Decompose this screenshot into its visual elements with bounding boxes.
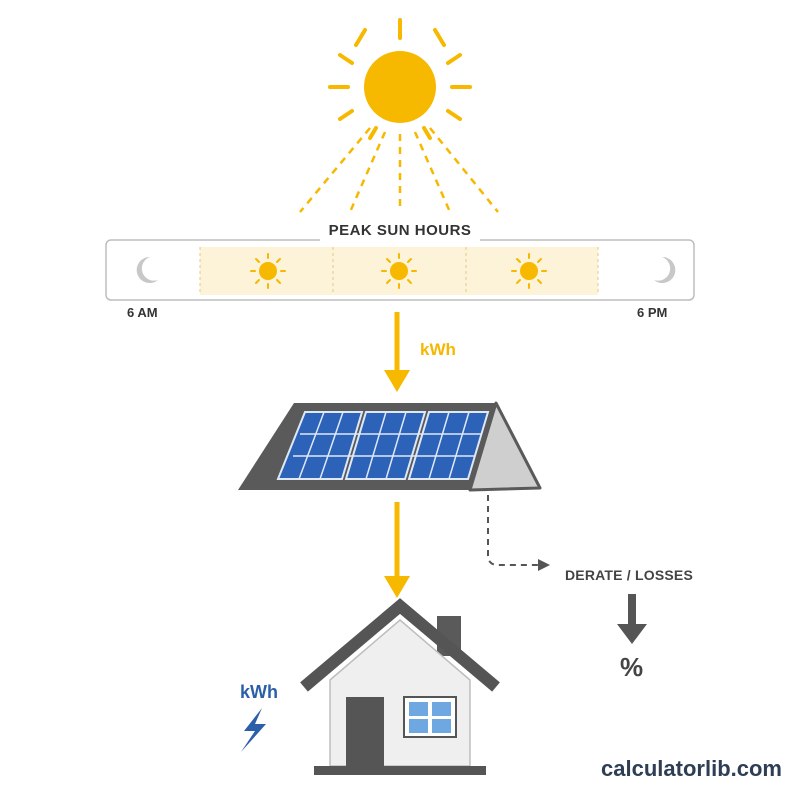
- moon-icon: [136, 256, 158, 283]
- title-mask: [320, 232, 480, 246]
- timeline-title: PEAK SUN HOURS: [328, 222, 472, 239]
- losses-percent-label: %: [620, 652, 644, 682]
- timeline-end-label: 6 PM: [637, 305, 668, 320]
- small-sun-icon: [511, 253, 547, 289]
- brand-logo-text: calculatorlib.com: [601, 756, 782, 781]
- derate-losses-label: DERATE / LOSSES: [565, 567, 693, 583]
- losses-dashed-arrow: [487, 495, 550, 571]
- arrow-down-icon: [384, 502, 410, 598]
- house-icon: [300, 598, 500, 775]
- home-energy-label: kWh: [240, 682, 278, 702]
- arrow-down-icon: [384, 312, 410, 392]
- peak-sun-hours-timeline: [105, 239, 695, 301]
- lightning-bolt-icon: [241, 708, 266, 752]
- arrow-down-icon: [617, 594, 647, 644]
- sun-to-panel-energy-label: kWh: [420, 340, 456, 359]
- moon-icon: [654, 256, 676, 283]
- sun-icon: [299, 18, 499, 213]
- small-sun-icon: [381, 253, 417, 289]
- timeline-start-label: 6 AM: [127, 305, 158, 320]
- small-sun-icon: [250, 253, 286, 289]
- solar-panel-icon: [238, 401, 542, 492]
